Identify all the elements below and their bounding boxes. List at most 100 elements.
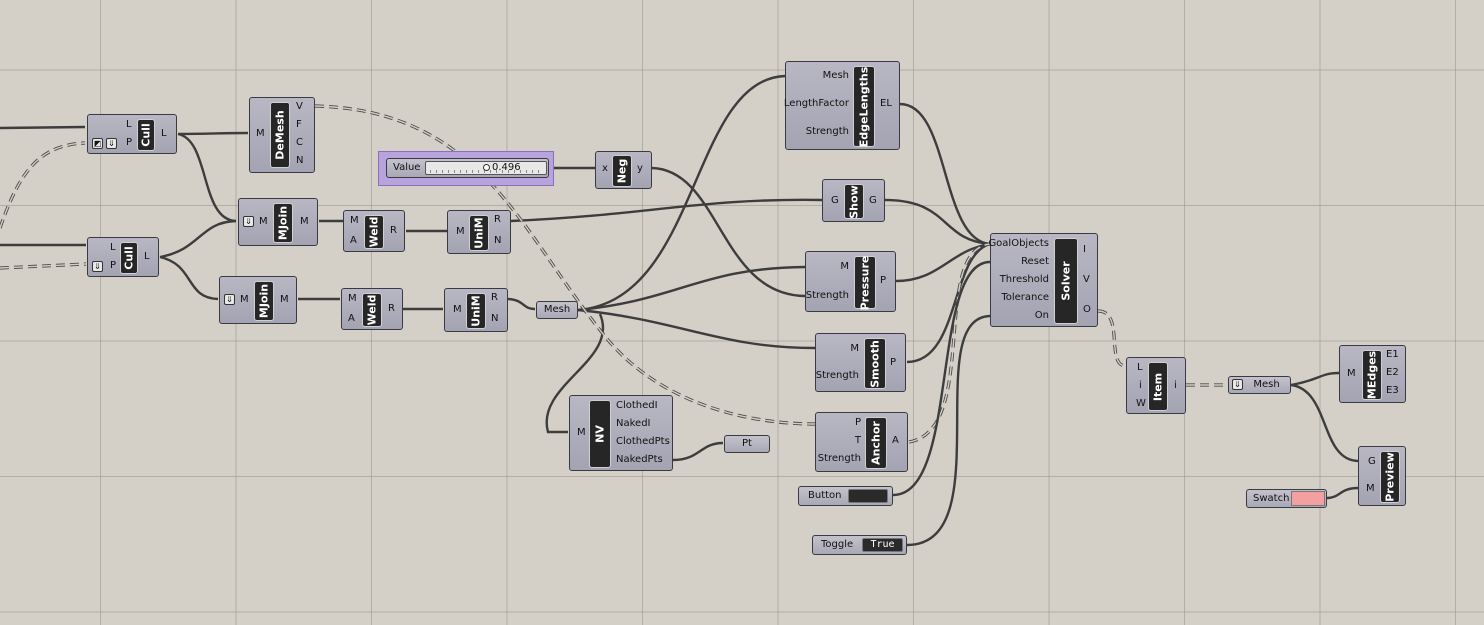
unim-component-1[interactable]: M UniM R N — [447, 210, 511, 254]
cull-component-1[interactable]: L P ◩ ⇓ Cull L — [87, 114, 177, 154]
solver-output-v: V — [1083, 274, 1090, 285]
solver-input-threshold: Threshold — [999, 274, 1049, 285]
point-parameter-label: Pt — [742, 438, 752, 449]
edgelengths-input-lengthfactor: LengthFactor — [783, 98, 849, 109]
toggle-label: Toggle — [821, 539, 854, 550]
solver-input-tolerance: Tolerance — [1001, 292, 1049, 303]
unim-component-2[interactable]: M UniM R N — [444, 288, 508, 332]
mesh-parameter-2[interactable]: ⇓ Mesh — [1228, 376, 1291, 394]
smooth-output-p: P — [890, 357, 897, 368]
weld-input-a: A — [348, 313, 355, 324]
point-parameter[interactable]: Pt — [724, 435, 770, 453]
mjoin-input-m: M — [259, 216, 268, 227]
preview-input-m: M — [1366, 483, 1375, 494]
pressure-input-strength: Strength — [805, 290, 849, 301]
weld-title: Weld — [364, 215, 384, 249]
pressure-title: Pressure — [854, 255, 876, 310]
mjoin-component-2[interactable]: ⇓ M MJoin M — [219, 276, 297, 324]
mesh-parameter-1[interactable]: Mesh — [536, 301, 578, 319]
preview-component[interactable]: G M Preview — [1358, 446, 1406, 506]
medges-output-e3: E3 — [1386, 385, 1399, 396]
slider-knob[interactable] — [483, 164, 490, 171]
edgelengths-input-mesh: Mesh — [822, 70, 849, 81]
slider-track[interactable]: 0.496 — [425, 161, 547, 175]
demesh-output-f: F — [296, 119, 302, 130]
weld-input-m: M — [348, 293, 357, 304]
medges-title: MEdges — [1362, 350, 1382, 400]
button-face[interactable] — [848, 489, 888, 503]
pressure-component[interactable]: M Strength Pressure P — [805, 251, 896, 312]
graft-icon[interactable]: ⇓ — [224, 294, 235, 305]
item-input-i: i — [1139, 380, 1142, 391]
edgelengths-input-strength: Strength — [805, 126, 849, 137]
medges-component[interactable]: M MEdges E1 E2 E3 — [1339, 345, 1406, 403]
weld-component-1[interactable]: M A Weld R — [343, 210, 405, 252]
list-item-component[interactable]: L i W Item i — [1126, 357, 1186, 414]
anchor-component[interactable]: P T Strength Anchor A — [815, 412, 908, 472]
weld-component-2[interactable]: M A Weld R — [341, 288, 403, 330]
swatch-label: Swatch — [1253, 493, 1290, 504]
toggle-face[interactable]: True — [862, 538, 903, 552]
solver-output-i: I — [1083, 244, 1086, 255]
medges-output-e1: E1 — [1386, 349, 1399, 360]
swatch-colour[interactable] — [1291, 491, 1325, 506]
neg-component[interactable]: x Neg y — [595, 151, 652, 189]
solver-input-goalobjects: GoalObjects — [988, 238, 1049, 249]
pressure-input-m: M — [840, 261, 849, 272]
solver-component[interactable]: GoalObjects Reset Threshold Tolerance On… — [988, 233, 1098, 327]
unim-output-n: N — [494, 235, 502, 246]
mjoin-title: MJoin — [273, 203, 293, 243]
smooth-title: Smooth — [864, 338, 886, 389]
number-slider[interactable]: Value 0.496 — [386, 158, 549, 178]
preview-input-g: G — [1368, 456, 1376, 467]
cull-input-p: P — [110, 260, 117, 271]
unim-title: UniM — [469, 215, 489, 251]
solver-input-on: On — [1034, 310, 1049, 321]
button-object[interactable]: Button — [798, 486, 893, 506]
nv-input-m: M — [577, 427, 586, 438]
flatten-icon[interactable]: ◩ — [92, 138, 103, 149]
nv-component[interactable]: M NV ClothedI NakedI ClothedPts NakedPts — [569, 395, 673, 471]
demesh-title: DeMesh — [270, 102, 290, 168]
cull-title: Cull — [137, 119, 155, 151]
weld-title: Weld — [362, 293, 382, 327]
weld-input-a: A — [350, 235, 357, 246]
show-input-g: G — [831, 195, 839, 206]
smooth-component[interactable]: M Strength Smooth P — [815, 333, 906, 392]
graft-icon[interactable]: ⇓ — [92, 261, 103, 272]
solver-title: Solver — [1054, 238, 1078, 324]
mjoin-input-m: M — [240, 294, 249, 305]
mjoin-output-m: M — [280, 294, 289, 305]
mjoin-component-1[interactable]: ⇓ M MJoin M — [238, 198, 318, 246]
nv-output-clothedi: ClothedI — [616, 400, 658, 411]
colour-swatch[interactable]: Swatch — [1246, 489, 1327, 508]
anchor-output-a: A — [892, 435, 899, 446]
mesh-parameter-label: Mesh — [1253, 379, 1280, 390]
preview-title: Preview — [1380, 451, 1400, 503]
neg-title: Neg — [612, 155, 632, 187]
edgelengths-title: EdgeLengths — [853, 66, 875, 147]
cull-component-2[interactable]: L P ⇓ Cull L — [87, 237, 159, 277]
graft-icon[interactable]: ⇓ — [243, 216, 254, 227]
nv-output-clothedpts: ClothedPts — [616, 436, 670, 447]
boolean-toggle[interactable]: Toggle True — [812, 535, 907, 555]
graft-icon[interactable]: ⇓ — [1232, 379, 1243, 390]
edgelengths-component[interactable]: Mesh LengthFactor Strength EdgeLengths E… — [783, 61, 900, 150]
medges-input-m: M — [1347, 368, 1356, 379]
slider-value: 0.496 — [492, 162, 521, 173]
mjoin-title: MJoin — [254, 281, 274, 321]
cull-title: Cull — [120, 242, 138, 274]
anchor-input-p: P — [854, 417, 861, 428]
graft-icon[interactable]: ⇓ — [106, 138, 117, 149]
smooth-input-strength: Strength — [815, 370, 859, 381]
button-label: Button — [808, 490, 842, 501]
cull-output-l: L — [161, 128, 167, 139]
show-component[interactable]: G Show G — [822, 179, 885, 222]
nv-output-nakedi: NakedI — [616, 418, 651, 429]
demesh-output-v: V — [296, 101, 303, 112]
neg-input-x: x — [602, 163, 608, 174]
demesh-component[interactable]: M DeMesh V F C N — [249, 97, 315, 173]
solver-input-reset: Reset — [1021, 256, 1049, 267]
